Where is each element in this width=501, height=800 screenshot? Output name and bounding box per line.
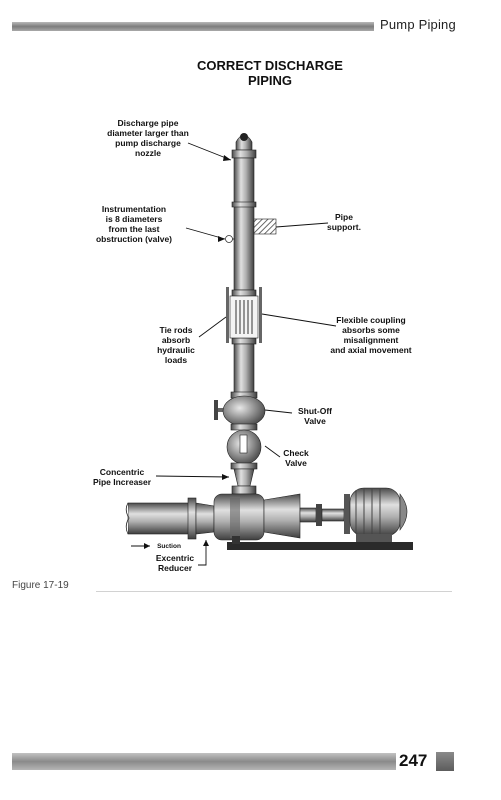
running-header-title: Pump Piping xyxy=(380,17,456,32)
footer-square xyxy=(436,752,454,771)
base-plate xyxy=(227,542,413,550)
label-discharge-pipe: Discharge pipe diameter larger than pump… xyxy=(107,118,189,158)
leader-arrowheads xyxy=(144,155,231,549)
page-number: 247 xyxy=(399,751,428,770)
label-flexible-coupling: Flexible coupling absorbs some misalignm… xyxy=(330,315,412,355)
figure-caption: Figure 17-19 xyxy=(12,580,69,591)
instrumentation-gauge xyxy=(225,235,235,243)
shut-off-valve xyxy=(214,395,266,431)
label-shut-off-valve: Shut-Off Valve xyxy=(298,406,332,426)
caption-divider xyxy=(96,591,452,592)
motor xyxy=(344,487,408,542)
header-bar xyxy=(12,22,374,31)
label-eccentric-reducer: Excentric Reducer xyxy=(155,553,195,573)
figure-title-line-1: CORRECT DISCHARGE xyxy=(197,58,343,73)
concentric-increaser xyxy=(231,468,257,495)
figure-title: CORRECT DISCHARGE PIPING xyxy=(150,58,390,88)
label-tie-rods: Tie rods absorb hydraulic loads xyxy=(157,325,195,365)
pipe-support-block xyxy=(253,218,277,235)
label-concentric-increaser: Concentric Pipe Increaser xyxy=(92,467,152,487)
footer-bar xyxy=(12,753,396,770)
label-instrumentation: Instrumentation is 8 diameters from the … xyxy=(95,204,173,244)
suction-pipe xyxy=(125,497,215,540)
flexible-coupling xyxy=(229,295,259,339)
pump-casing xyxy=(213,493,345,541)
vertical-discharge-pipe xyxy=(230,133,258,399)
figure-title-line-2: PIPING xyxy=(247,73,293,88)
label-suction: Suction xyxy=(157,543,181,550)
check-valve xyxy=(226,429,262,470)
label-check-valve: Check Valve xyxy=(283,448,309,468)
label-pipe-support: Pipe support. xyxy=(327,212,361,232)
tie-rods xyxy=(226,287,262,343)
